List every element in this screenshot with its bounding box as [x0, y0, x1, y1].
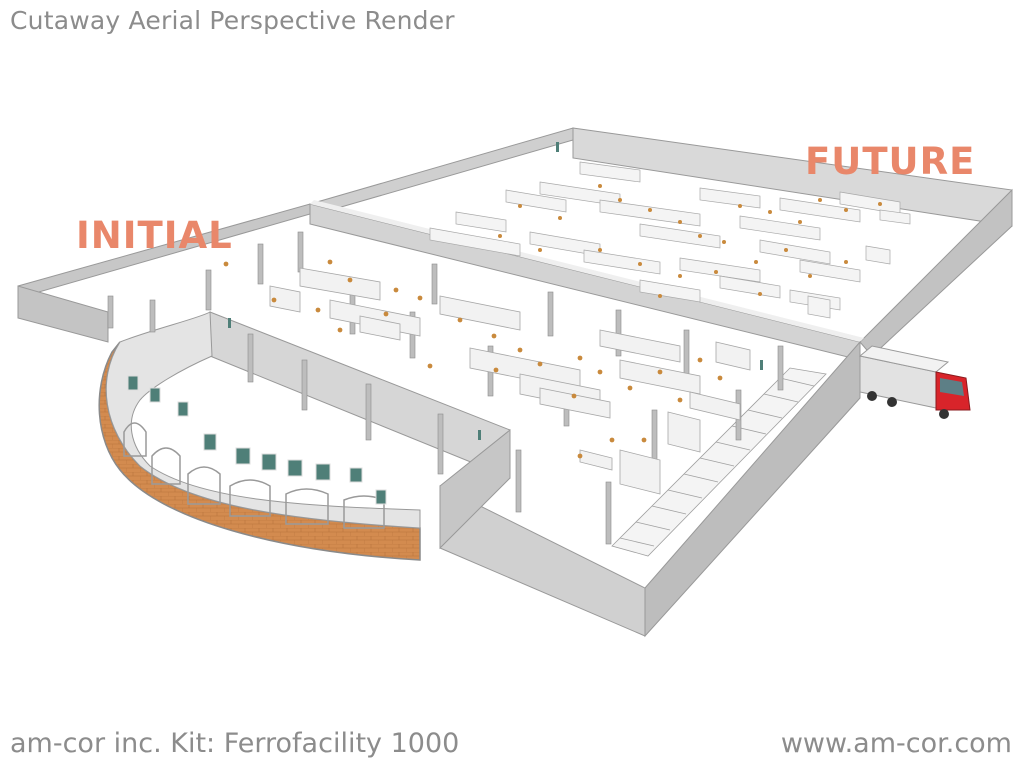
future-label: FUTURE — [805, 140, 976, 183]
website-link[interactable]: www.am-cor.com — [780, 728, 1012, 759]
west-wall — [17, 285, 109, 343]
doors — [228, 142, 763, 440]
page-title: Cutaway Aerial Perspective Render — [10, 6, 455, 35]
initial-label: INITIAL — [76, 214, 233, 257]
windows — [127, 375, 387, 505]
office-side-wall — [439, 428, 511, 550]
machines-future — [429, 161, 911, 319]
workers — [223, 184, 882, 459]
curved-facade-top — [105, 311, 421, 529]
truck — [858, 345, 971, 419]
staircase — [611, 367, 827, 557]
floor-slab — [18, 128, 1012, 636]
machines-initial — [269, 267, 751, 495]
front-right-wall — [644, 340, 861, 638]
arches — [123, 422, 385, 529]
kit-caption: am-cor inc. Kit: Ferrofacility 1000 — [10, 728, 460, 759]
